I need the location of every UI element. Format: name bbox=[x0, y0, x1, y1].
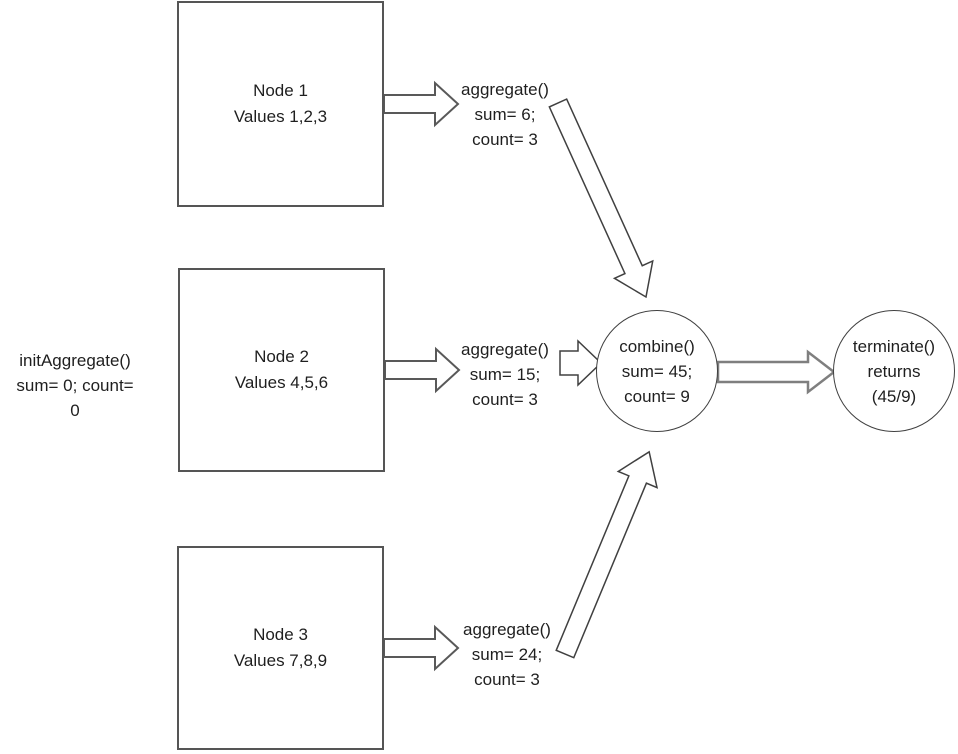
node1-values: Values 1,2,3 bbox=[233, 107, 328, 126]
arrow-node3-to-aggregate3 bbox=[383, 624, 460, 672]
node1-box: Node 1 Values 1,2,3 bbox=[177, 1, 384, 207]
aggregate3-line1: aggregate() bbox=[463, 620, 551, 639]
aggregate3-label: aggregate() sum= 24; count= 3 bbox=[442, 617, 572, 692]
combine-line3: count= 9 bbox=[624, 386, 690, 406]
aggregate1-line2: sum= 6; bbox=[474, 105, 536, 124]
terminate-line1: terminate() bbox=[852, 336, 936, 356]
node2-title: Node 2 bbox=[254, 347, 309, 366]
terminate-line3: (45/9) bbox=[871, 386, 917, 406]
combine-circle: combine() sum= 45; count= 9 bbox=[596, 310, 718, 432]
node1-title: Node 1 bbox=[253, 81, 308, 100]
aggregate1-line3: count= 3 bbox=[472, 130, 538, 149]
arrow-node2-to-aggregate2 bbox=[384, 346, 461, 394]
aggregate1-label: aggregate() sum= 6; count= 3 bbox=[440, 77, 570, 152]
terminate-circle: terminate() returns (45/9) bbox=[833, 310, 955, 432]
arrow-node1-to-aggregate1 bbox=[383, 80, 460, 128]
combine-line2: sum= 45; bbox=[621, 361, 693, 381]
init-aggregate-line1: initAggregate() bbox=[19, 351, 131, 370]
aggregate2-line1: aggregate() bbox=[461, 340, 549, 359]
aggregate2-label: aggregate() sum= 15; count= 3 bbox=[440, 337, 570, 412]
aggregate3-line3: count= 3 bbox=[474, 670, 540, 689]
init-aggregate-line3: 0 bbox=[70, 401, 80, 420]
node2-values: Values 4,5,6 bbox=[234, 373, 329, 392]
aggregate2-line2: sum= 15; bbox=[469, 365, 541, 384]
arrow-aggregate2-to-combine bbox=[559, 339, 603, 387]
aggregate2-line3: count= 3 bbox=[472, 390, 538, 409]
node3-title: Node 3 bbox=[253, 625, 308, 644]
init-aggregate-note: initAggregate() sum= 0; count= 0 bbox=[2, 348, 148, 423]
arrow-aggregate1-to-combine bbox=[548, 98, 654, 299]
aggregate1-line1: aggregate() bbox=[461, 80, 549, 99]
init-aggregate-line2: sum= 0; count= bbox=[16, 376, 134, 395]
terminate-line2: returns bbox=[867, 361, 921, 381]
combine-line1: combine() bbox=[619, 336, 695, 356]
node2-box: Node 2 Values 4,5,6 bbox=[178, 268, 385, 472]
arrow-combine-to-terminate bbox=[716, 349, 837, 395]
arrow-aggregate3-to-combine bbox=[555, 450, 659, 659]
node3-box: Node 3 Values 7,8,9 bbox=[177, 546, 384, 750]
aggregate3-line2: sum= 24; bbox=[471, 645, 543, 664]
node3-values: Values 7,8,9 bbox=[233, 651, 328, 670]
